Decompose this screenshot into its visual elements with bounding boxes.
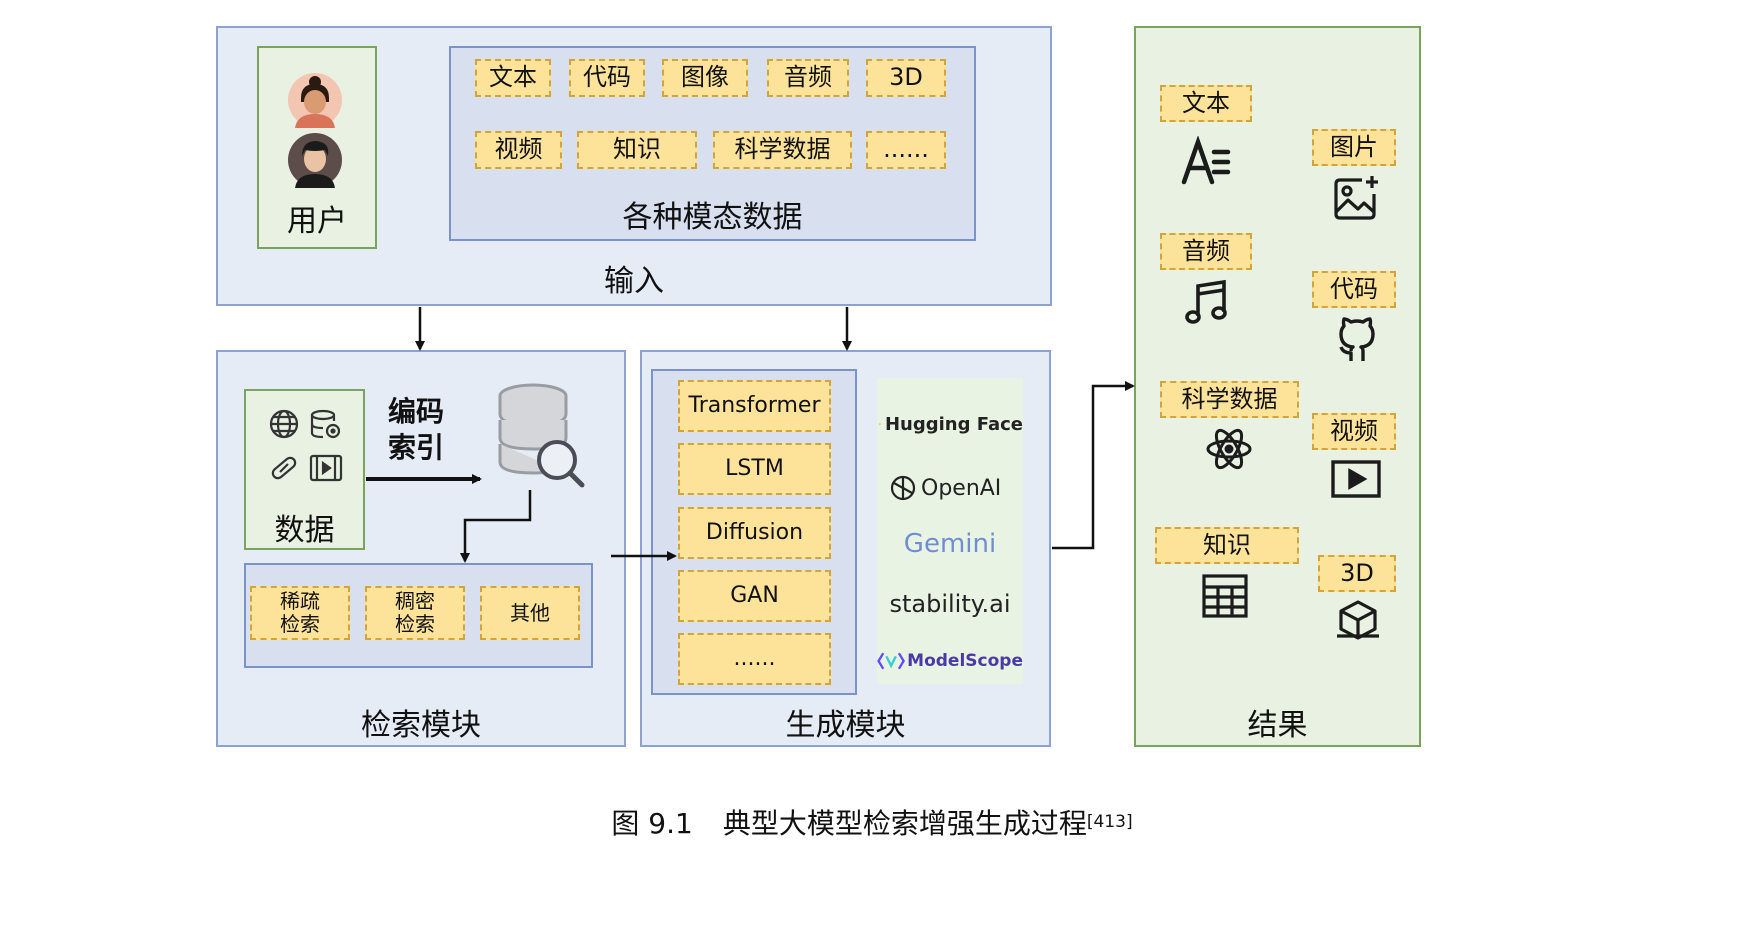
model-transformer: Transformer [678, 380, 831, 432]
database-link-icon [308, 406, 344, 442]
chip-knowledge: 知识 [577, 131, 697, 169]
method-sparse: 稀疏 检索 [250, 586, 350, 640]
result-science-chip: 科学数据 [1160, 381, 1299, 418]
globe-icon [266, 406, 302, 442]
stability-logo-text: stability.ai [889, 590, 1011, 618]
result-code-chip: 代码 [1312, 271, 1396, 308]
database-search-icon [489, 380, 585, 490]
result-3d-chip: 3D [1318, 555, 1396, 592]
image-add-icon [1329, 172, 1383, 224]
data-label: 数据 [274, 513, 335, 548]
chip-3d: 3D [866, 59, 946, 97]
result-knowledge-chip: 知识 [1155, 527, 1299, 564]
result-video-chip: 视频 [1312, 413, 1396, 450]
method-dense-line1: 稠密 [395, 589, 435, 613]
provider-modelscope: ModelScope [877, 642, 1023, 680]
hugging-face-logo-text: Hugging Face [884, 413, 1023, 435]
modal-data-title: 各种模态数据 [622, 200, 803, 235]
link-icon [266, 450, 302, 486]
chip-ellipsis: ...... [866, 131, 946, 169]
data-box [244, 389, 365, 550]
caption-figure-number: 图 9.1 [611, 807, 693, 840]
openai-icon [890, 475, 916, 501]
modelscope-icon [877, 652, 905, 670]
result-text-chip: 文本 [1160, 85, 1252, 122]
user-avatar-male-icon [287, 132, 343, 188]
modelscope-logo-text: ModelScope [907, 651, 1023, 671]
encode-label: 编码 索引 [388, 394, 468, 466]
chip-code: 代码 [569, 59, 645, 97]
chip-audio: 音频 [767, 59, 849, 97]
method-sparse-line2: 检索 [280, 612, 320, 636]
model-diffusion: Diffusion [678, 507, 831, 559]
gemini-logo-text: Gemini [903, 529, 997, 559]
method-dense: 稠密 检索 [365, 586, 465, 640]
provider-hugging-face: Hugging Face [879, 402, 1023, 446]
figure-caption: 图 9.1 典型大模型检索增强生成过程[413] [0, 802, 1744, 842]
model-gan: GAN [678, 570, 831, 622]
result-audio-chip: 音频 [1160, 233, 1252, 270]
hugging-face-icon [879, 423, 881, 425]
model-lstm: LSTM [678, 443, 831, 495]
caption-reference: [413] [1086, 812, 1133, 832]
method-dense-line2: 检索 [395, 612, 435, 636]
provider-logos-box [877, 378, 1023, 684]
arrow-generation-to-result [1052, 381, 1135, 550]
generation-title: 生成模块 [785, 708, 906, 743]
chip-image: 图像 [662, 59, 748, 97]
user-label: 用户 [287, 204, 347, 239]
result-image-chip: 图片 [1312, 129, 1396, 166]
chip-video: 视频 [475, 131, 562, 169]
user-avatar-female-icon [287, 72, 343, 128]
provider-stability: stability.ai [877, 584, 1023, 624]
encode-label-line2: 索引 [388, 431, 445, 464]
encode-label-line1: 编码 [388, 395, 445, 428]
input-title: 输入 [604, 264, 664, 299]
provider-openai: OpenAI [889, 468, 1023, 508]
method-sparse-line1: 稀疏 [280, 589, 320, 613]
atom-icon [1201, 422, 1257, 476]
openai-logo-text: OpenAI [921, 475, 1002, 501]
retrieval-title: 检索模块 [361, 708, 481, 743]
method-other: 其他 [480, 586, 580, 640]
cube-icon [1332, 596, 1384, 644]
text-format-icon [1178, 134, 1236, 190]
chip-science-data: 科学数据 [713, 131, 852, 169]
provider-gemini: Gemini [877, 524, 1023, 564]
film-icon [308, 450, 344, 486]
result-title: 结果 [1247, 708, 1308, 743]
github-icon [1331, 314, 1383, 366]
music-note-icon [1180, 276, 1234, 328]
chip-text: 文本 [475, 59, 551, 97]
arrow-db-to-methods [460, 490, 532, 563]
model-ellipsis: ...... [678, 633, 831, 685]
caption-text: 典型大模型检索增强生成过程 [722, 807, 1087, 840]
table-icon [1197, 570, 1253, 622]
video-play-icon [1328, 456, 1384, 502]
